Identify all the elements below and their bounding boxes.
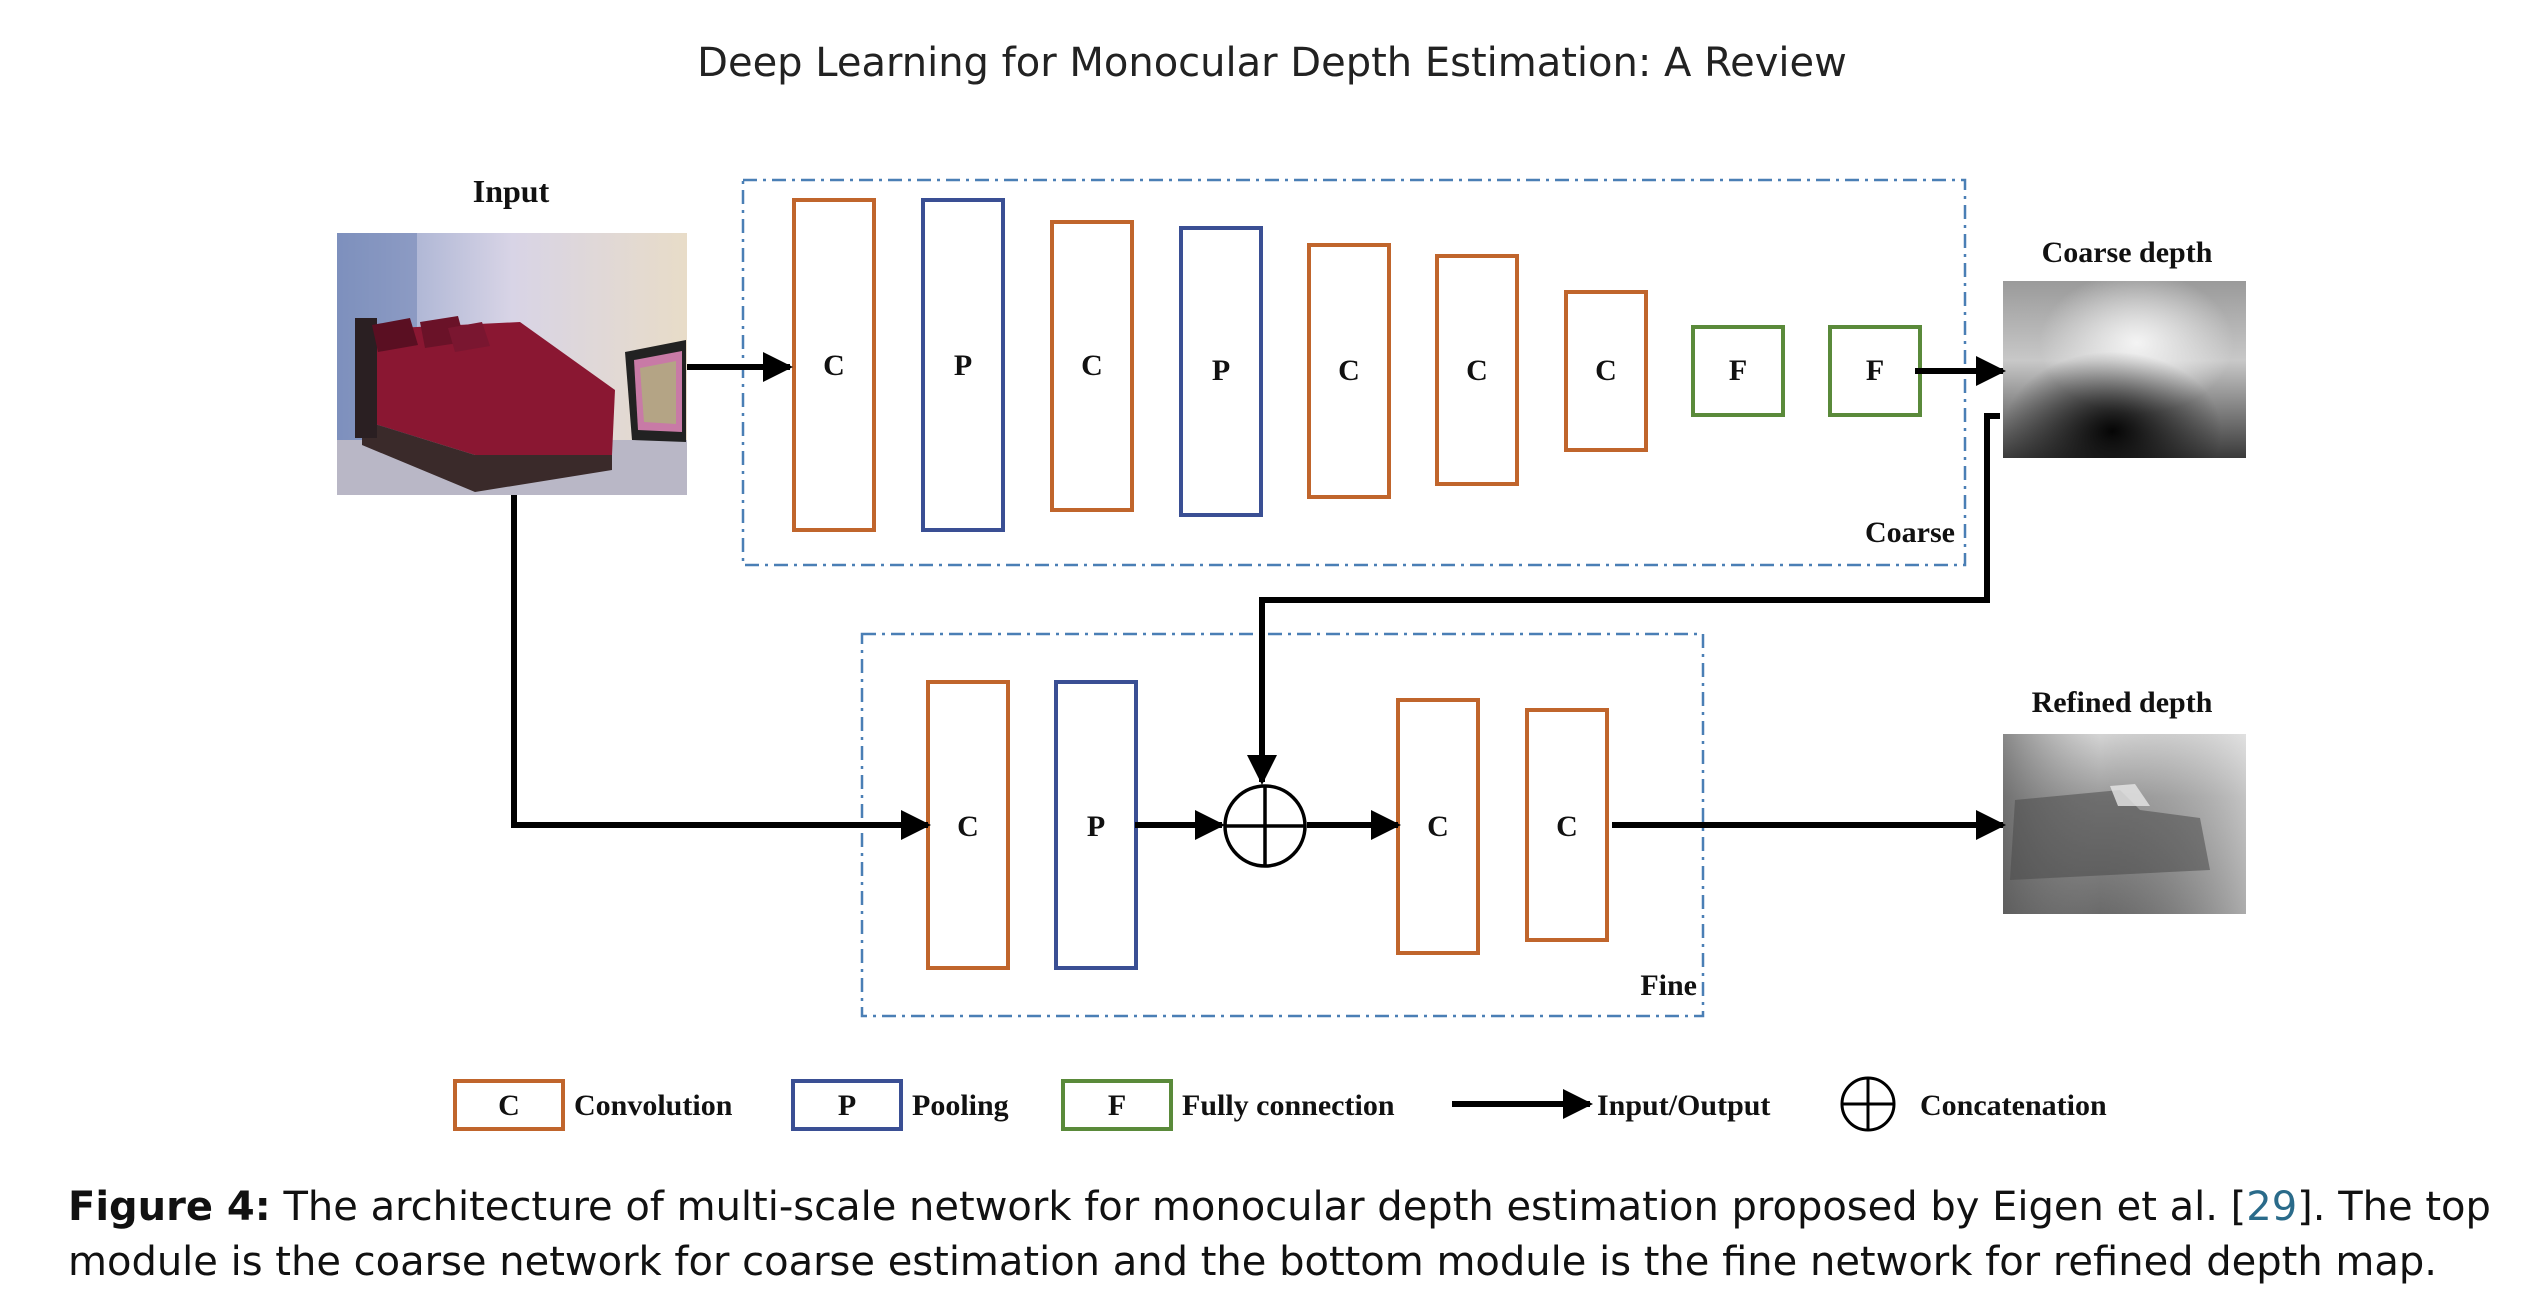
fine-layer-4-conv [1525,708,1609,942]
legend-conv-letter: C [498,1089,520,1122]
concatenation-node [1223,784,1307,868]
caption-text-before: The architecture of multi-scale network … [270,1184,2247,1230]
coarse-layer-5-conv [1307,243,1391,499]
running-header: Deep Learning for Monocular Depth Estima… [697,40,1847,86]
coarse-layer-2-pool [921,198,1005,532]
coarse-layer-8-fc [1691,325,1785,417]
coarse-layer-6-letter: C [1466,354,1488,387]
legend-pool-letter: P [838,1089,856,1122]
path-input-to-fine [511,495,931,840]
coarse-layer-5-letter: C [1338,354,1360,387]
coarse-layer-2-letter: P [954,349,972,382]
input-image [337,233,687,495]
fine-layer-2-letter: P [1087,810,1105,843]
coarse-depth-map [2003,281,2246,458]
connections [511,352,2006,840]
caption-label: Figure 4: [68,1184,271,1230]
input-label: Input [473,173,550,209]
fine-layer-1-letter: C [957,810,979,843]
coarse-layer-4-letter: P [1212,354,1230,387]
fine-module-label: Fine [1640,969,1697,1002]
coarse-depth-label: Coarse depth [2042,236,2213,269]
caption-text-after: ]. The top module is the coarse network … [68,1184,2491,1285]
coarse-layer-1-letter: C [823,349,845,382]
legend-concat-label: Concatenation [1920,1089,2107,1122]
legend-conv-swatch [453,1079,565,1131]
legend-fc-swatch [1061,1079,1173,1131]
legend-conv-label: Convolution [574,1089,733,1122]
coarse-layer-3-letter: C [1081,349,1103,382]
coarse-layer-7-letter: C [1595,354,1617,387]
coarse-layer-8-letter: F [1729,354,1747,387]
legend: C Convolution P Pooling F Fully connecti… [453,1076,2107,1132]
figure-caption: Figure 4: The architecture of multi-scal… [68,1180,2508,1290]
legend-concat-symbol [1840,1076,1896,1132]
coarse-layer-9-letter: F [1866,354,1884,387]
legend-pool-label: Pooling [912,1089,1009,1122]
coarse-layer-4-pool [1179,226,1263,517]
legend-io-label: Input/Output [1597,1089,1770,1122]
caption-citation[interactable]: 29 [2246,1184,2298,1230]
legend-fc-letter: F [1108,1089,1126,1122]
legend-fc-label: Fully connection [1182,1089,1395,1122]
coarse-module-label: Coarse [1865,516,1955,549]
coarse-layer-3-conv [1050,220,1134,512]
legend-pool-swatch [791,1079,903,1131]
refined-depth-map [2003,734,2246,914]
coarse-layer-7-conv [1564,290,1648,452]
fine-layer-3-letter: C [1427,810,1449,843]
architecture-diagram: Coarse Fine Input Coarse depth Refi [337,173,2246,1132]
refined-depth-label: Refined depth [2032,686,2213,719]
path-coarse-to-concat [1247,413,2000,785]
coarse-layer-1-conv [792,198,876,532]
fine-layer-4-letter: C [1556,810,1578,843]
coarse-layer-6-conv [1435,254,1519,486]
